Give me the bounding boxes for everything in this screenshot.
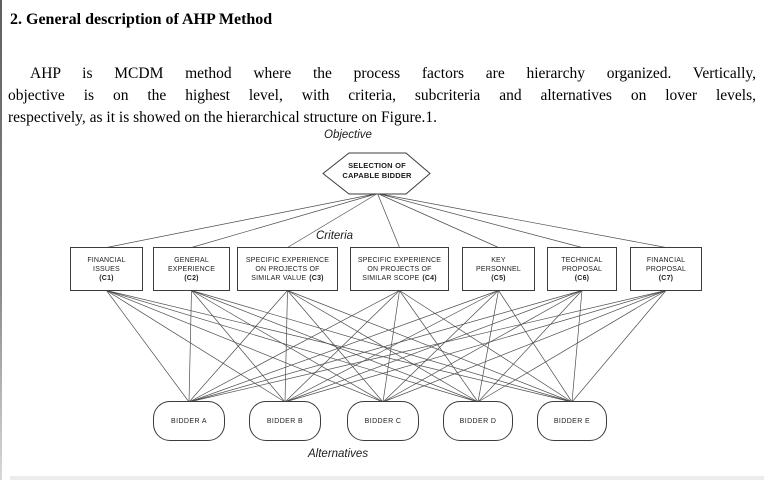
criteria-label-line: (C2) — [184, 274, 198, 283]
criteria-label-line: SIMILAR VALUE(C3) — [251, 274, 323, 283]
criteria-node-c7: FINANCIAL PROPOSAL (C7) — [630, 247, 702, 291]
criteria-node-c4: SPECIFIC EXPERIENCE ON PROJECTS OF SIMIL… — [350, 247, 449, 291]
criteria-label-line: (C6) — [575, 274, 589, 283]
criteria-label-line: EXPERIENCE — [167, 265, 216, 273]
criteria-label-line: TECHNICAL — [561, 256, 603, 264]
connector-lines — [106, 193, 667, 403]
objective-node-line: SELECTION OF — [348, 161, 406, 170]
alternative-node-bidder-a: BIDDER A — [153, 401, 225, 441]
criteria-label-line: SIMILAR SCOPE(C4) — [362, 274, 436, 283]
criteria-label-line: GENERAL — [174, 256, 209, 264]
criteria-code: (C1) — [99, 274, 114, 282]
criteria-label-line: (C1) — [99, 274, 113, 283]
criteria-node-c5: KEY PERSONNEL (C5) — [462, 247, 535, 291]
criteria-code: (C4) — [422, 274, 437, 282]
section-heading: 2. General description of AHP Method — [10, 11, 273, 28]
criteria-label-line: SPECIFIC EXPERIENCE — [357, 256, 442, 264]
level-label-objective: Objective — [324, 129, 372, 141]
criteria-label-line: (C7) — [659, 274, 673, 283]
objective-node: SELECTION OF CAPABLE BIDDER — [325, 161, 429, 181]
criteria-code: (C6) — [574, 274, 590, 282]
criteria-code: (C2) — [184, 274, 199, 282]
criteria-label-line: FINANCIAL — [646, 256, 686, 264]
criteria-label-line: ON PROJECTS OF — [255, 265, 320, 273]
alternative-node-bidder-c: BIDDER C — [347, 401, 419, 441]
alternative-node-bidder-b: BIDDER B — [249, 401, 321, 441]
criteria-label-line: FINANCIAL — [87, 256, 126, 264]
alternative-node-bidder-d: BIDDER D — [443, 401, 513, 441]
criteria-label-line: (C5) — [491, 274, 505, 283]
criteria-label-rest: SIMILAR VALUE — [251, 274, 307, 282]
criteria-code: (C5) — [491, 274, 506, 282]
paragraph-line: objective is on the highest level, with … — [8, 87, 756, 104]
alternative-node-bidder-e: BIDDER E — [537, 401, 607, 441]
criteria-node-c6: TECHNICAL PROPOSAL (C6) — [547, 247, 617, 291]
criteria-label-line: KEY — [491, 256, 506, 264]
criteria-label-line: ON PROJECTS OF — [367, 265, 432, 273]
page-bottom-strip — [10, 476, 764, 480]
paragraph-line: respectively, as it is showed on the hie… — [8, 109, 437, 126]
level-label-criteria: Criteria — [316, 230, 354, 242]
objective-node-line: CAPABLE BIDDER — [342, 171, 412, 180]
criteria-label-rest: SIMILAR SCOPE — [362, 274, 420, 282]
criteria-label-line: SPECIFIC EXPERIENCE — [245, 256, 330, 264]
criteria-node-c1: FINANCIAL ISSUES (C1) — [70, 247, 143, 291]
criteria-node-c3: SPECIFIC EXPERIENCE ON PROJECTS OF SIMIL… — [237, 247, 338, 291]
level-label-alternatives: Alternatives — [308, 448, 369, 460]
criteria-code: (C3) — [309, 274, 324, 282]
body-paragraph: AHP is MCDM method where the process fac… — [8, 63, 756, 129]
page-left-edge-line — [0, 0, 2, 480]
objective-hexagon-shape — [322, 152, 431, 195]
criteria-label-line: PROPOSAL — [645, 265, 687, 273]
criteria-node-c2: GENERAL EXPERIENCE (C2) — [153, 247, 230, 291]
criteria-label-line: PROPOSAL — [561, 265, 603, 273]
criteria-label-line: PERSONNEL — [476, 265, 521, 273]
criteria-code: (C7) — [658, 274, 674, 282]
criteria-label-line: ISSUES — [93, 265, 120, 273]
paragraph-line: AHP is MCDM method where the process fac… — [30, 65, 756, 82]
